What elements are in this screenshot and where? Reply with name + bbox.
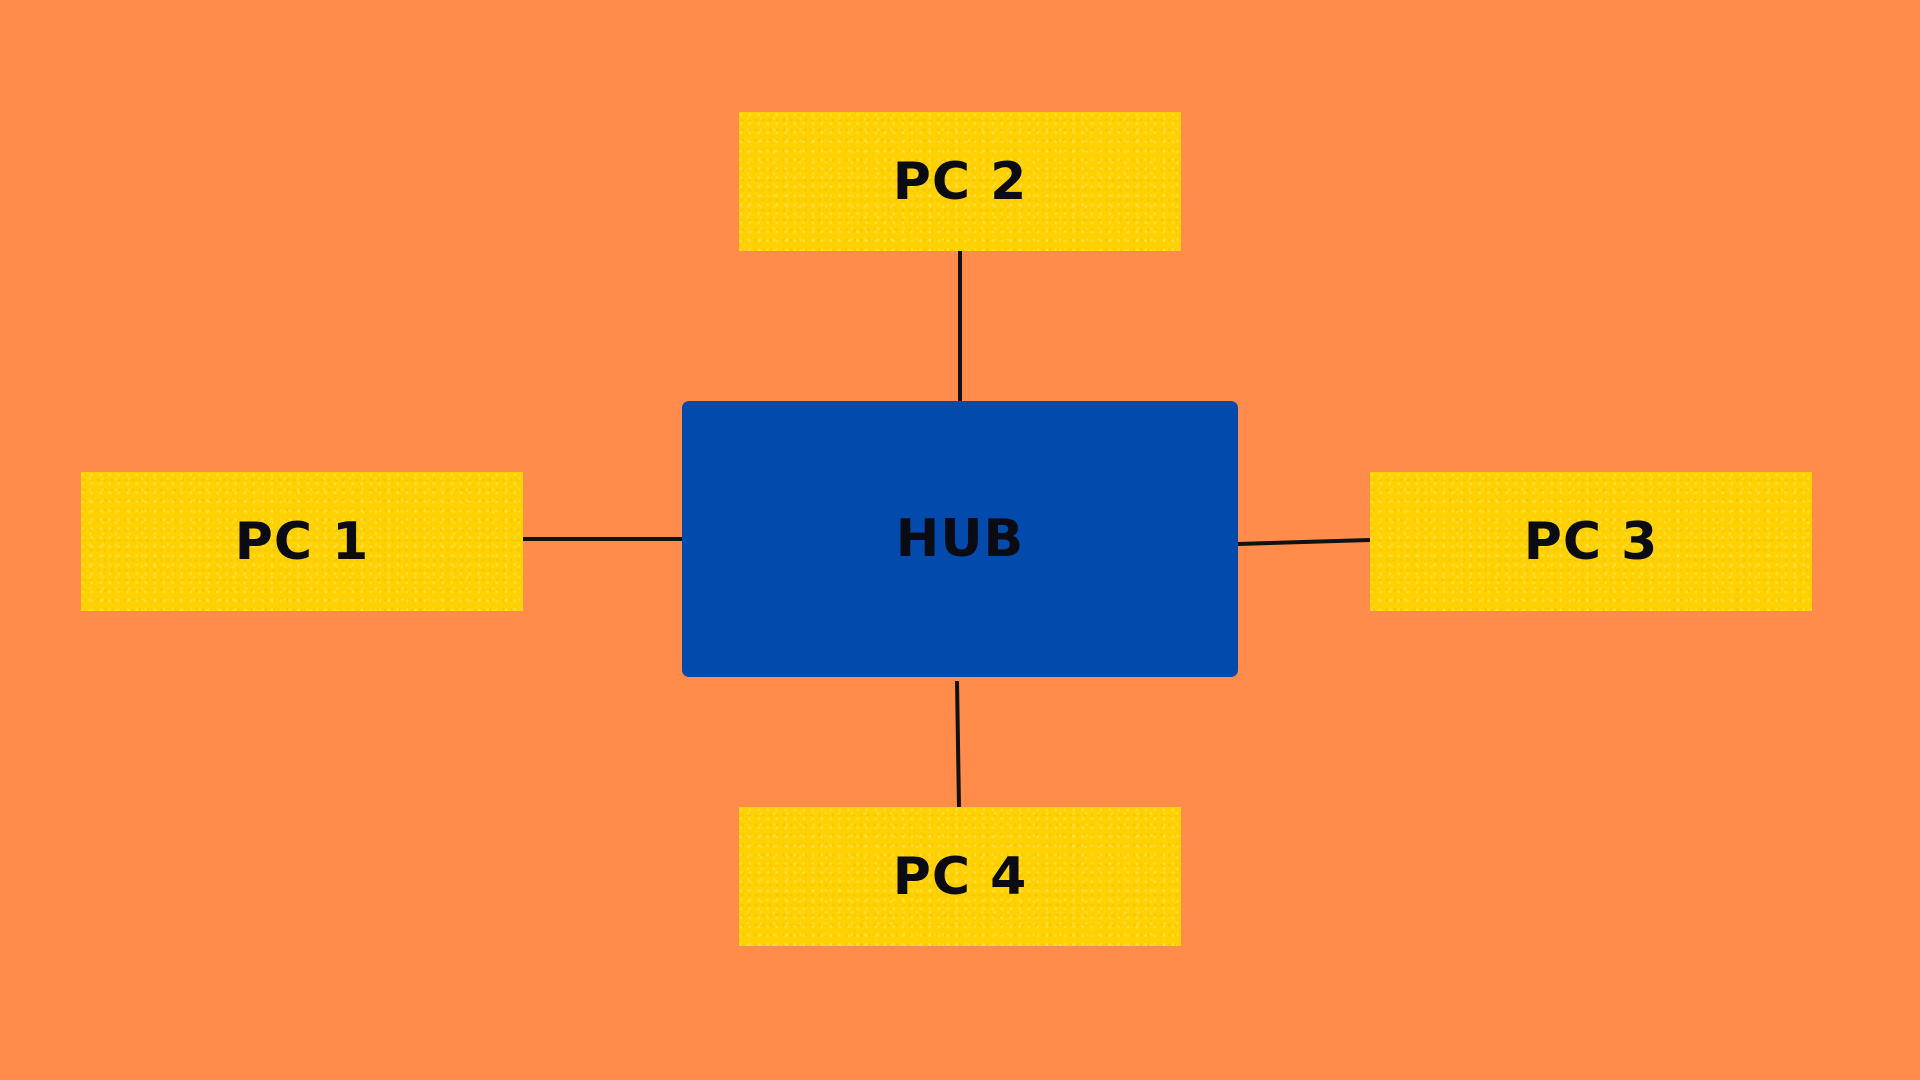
- link-hub-pc3: [1237, 538, 1371, 546]
- pc-4-node: PC 4: [739, 807, 1181, 946]
- pc-2-label: PC 2: [892, 151, 1028, 212]
- pc-3-label: PC 3: [1523, 511, 1659, 572]
- pc-2-node: PC 2: [739, 112, 1181, 251]
- hub-label: HUB: [895, 509, 1025, 569]
- link-hub-pc4: [955, 680, 961, 808]
- pc-3-node: PC 3: [1370, 472, 1812, 611]
- pc-1-label: PC 1: [234, 511, 370, 572]
- hub-node: HUB: [682, 401, 1238, 677]
- pc-1-node: PC 1: [81, 472, 523, 611]
- pc-4-label: PC 4: [892, 846, 1028, 907]
